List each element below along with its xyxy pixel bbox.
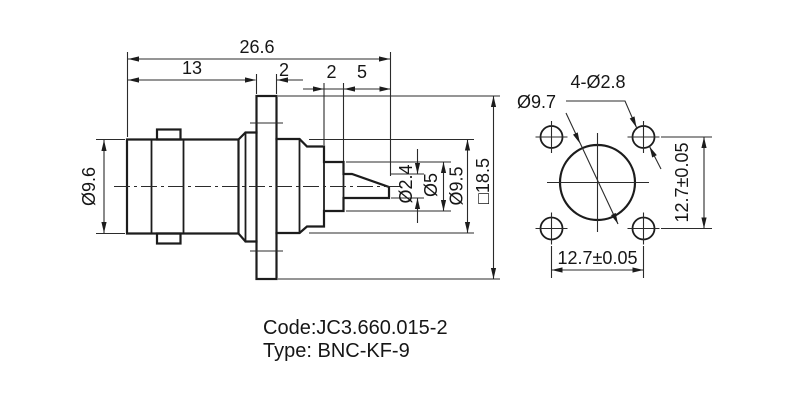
- ext-contact-dia: [391, 173, 424, 199]
- dim-center-bore-label: Ø9.7: [517, 92, 556, 112]
- front-view-outline: [535, 121, 660, 245]
- arrow: [440, 162, 447, 173]
- dim-flange-square-label: □18.5: [473, 158, 493, 204]
- center-bore-leader: [565, 112, 619, 225]
- dim-front-length-label: 13: [182, 58, 202, 78]
- dim-flange-thickness-label: 2: [279, 60, 289, 80]
- dim-body-dia-label: Ø9.5: [447, 166, 467, 205]
- arrow: [572, 132, 580, 144]
- arrow: [101, 222, 107, 233]
- arrow: [440, 200, 447, 211]
- arrow: [128, 77, 139, 83]
- flange: [255, 94, 278, 281]
- bayonet-lug-top: [155, 128, 182, 141]
- arrow: [101, 140, 107, 151]
- ext-insulator-dia: [346, 161, 451, 212]
- dim-contact-length-label: 5: [357, 62, 367, 82]
- mounting-holes-leader: [566, 100, 638, 128]
- part-code-text: Code:JC3.660.015-2: [263, 317, 448, 339]
- arrow: [414, 163, 421, 174]
- arrow: [629, 116, 637, 128]
- dim-insulator-exposed-label: 2: [326, 62, 336, 82]
- arrow: [128, 56, 139, 62]
- arrow: [313, 86, 324, 92]
- arrow: [701, 137, 707, 148]
- ext-body-dia: [309, 138, 474, 234]
- dim-contact-dia-label: Ø2.4: [396, 164, 416, 203]
- arrow: [277, 77, 288, 83]
- arrow: [632, 267, 644, 273]
- dim-mounting-holes-label: 4-Ø2.8: [570, 72, 625, 92]
- flange-hole-centerlines: [250, 122, 283, 252]
- hole-crosshair-top-right: [627, 121, 660, 153]
- ext-flange-square: [278, 95, 500, 280]
- arrow: [490, 268, 497, 279]
- ext-nut-dia: [96, 138, 125, 235]
- hole-crosshair-top-left: [535, 121, 568, 153]
- side-view-dimensions: 26.6 13 2 2 5 Ø9.6 Ø2.4 Ø5: [79, 37, 500, 280]
- hole-crosshair-bottom-right: [627, 212, 660, 245]
- arrow: [649, 146, 657, 158]
- arrow: [551, 267, 563, 273]
- hole-crosshair-bottom-left: [535, 212, 568, 245]
- ext-pitch-horizontal: [550, 246, 645, 278]
- dim-pitch-horizontal-label: 12.7±0.05: [558, 248, 638, 268]
- dim-pitch-vertical-label: 12.7±0.05: [672, 143, 692, 223]
- arrow: [610, 212, 618, 224]
- arrow: [464, 222, 471, 233]
- dim-insulator-dia-label: Ø5: [421, 173, 441, 197]
- arrow: [414, 198, 421, 209]
- arrow: [379, 56, 390, 62]
- bayonet-lug-bottom: [155, 232, 182, 245]
- footer-text: Code:JC3.660.015-2 Type: BNC-KF-9: [263, 317, 448, 362]
- dim-nut-dia-label: Ø9.6: [79, 167, 99, 206]
- front-view-dimensions: Ø9.7 4-Ø2.8 12.7±0.05 12.7±0.05: [517, 72, 712, 278]
- arrow: [344, 86, 355, 92]
- side-view-outline: [114, 94, 400, 281]
- arrow: [379, 86, 391, 92]
- arrow: [701, 217, 707, 229]
- arrow: [464, 139, 471, 151]
- arrow: [490, 96, 497, 107]
- arrow: [245, 77, 256, 83]
- dim-overall-length-label: 26.6: [239, 37, 274, 57]
- part-type-text: Type: BNC-KF-9: [263, 340, 410, 362]
